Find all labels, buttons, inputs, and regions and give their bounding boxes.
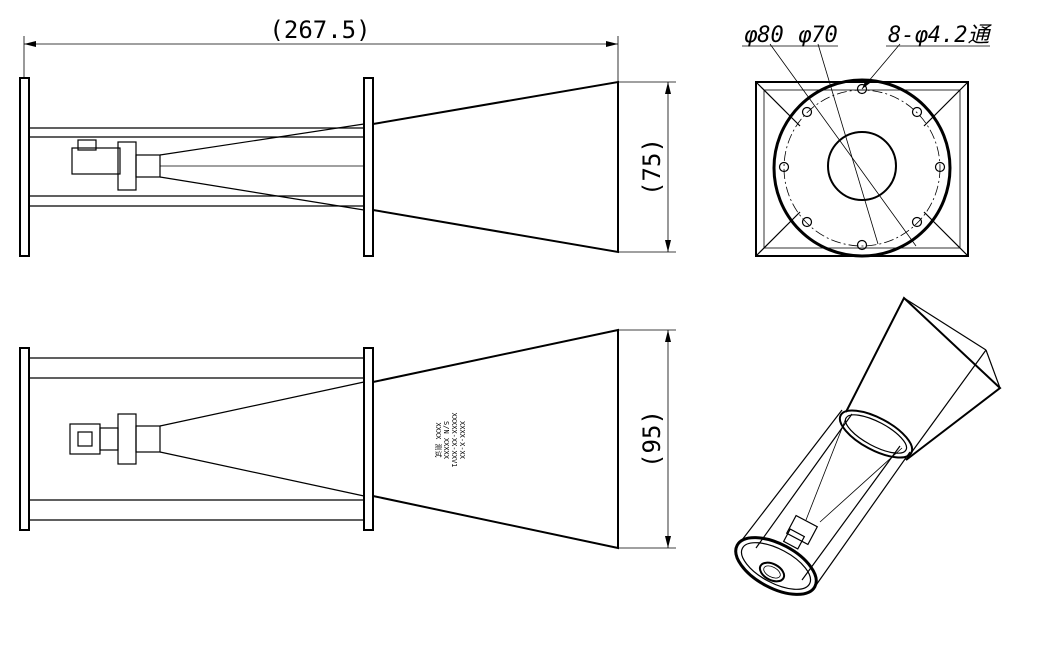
nameplate-line-1: S/N XXXXX (442, 421, 450, 460)
bolt-holes (778, 83, 946, 251)
front-view-flange: φ80 φ70 8-φ4.2通 (742, 23, 992, 258)
nameplate: XXXX 测试 S/N XXXXX XXXXX-XX-XXV1 XXXX-X-X… (434, 413, 466, 468)
nameplate-company: XXXX 测试 (434, 422, 443, 457)
bottom-aperture-dim-label: (95) (638, 410, 666, 468)
outer-diameter-label: φ80 (744, 23, 784, 48)
overall-length-label: (267.5) (269, 16, 370, 44)
top-aperture-dim-label: (75) (638, 138, 666, 196)
holes-label: 8-φ4.2通 (888, 23, 992, 48)
nameplate-line-3: XXXX-X-XX (458, 421, 466, 460)
side-view-top: (267.5) (75) (19, 16, 676, 257)
plan-view-bottom: XXXX 测试 S/N XXXXX XXXXX-XX-XXV1 XXXX-X-X… (19, 328, 676, 550)
nameplate-line-2: XXXXX-XX-XXV1 (450, 413, 458, 468)
isometric-view (734, 296, 1002, 596)
inner-diameter-label: φ70 (798, 23, 838, 48)
